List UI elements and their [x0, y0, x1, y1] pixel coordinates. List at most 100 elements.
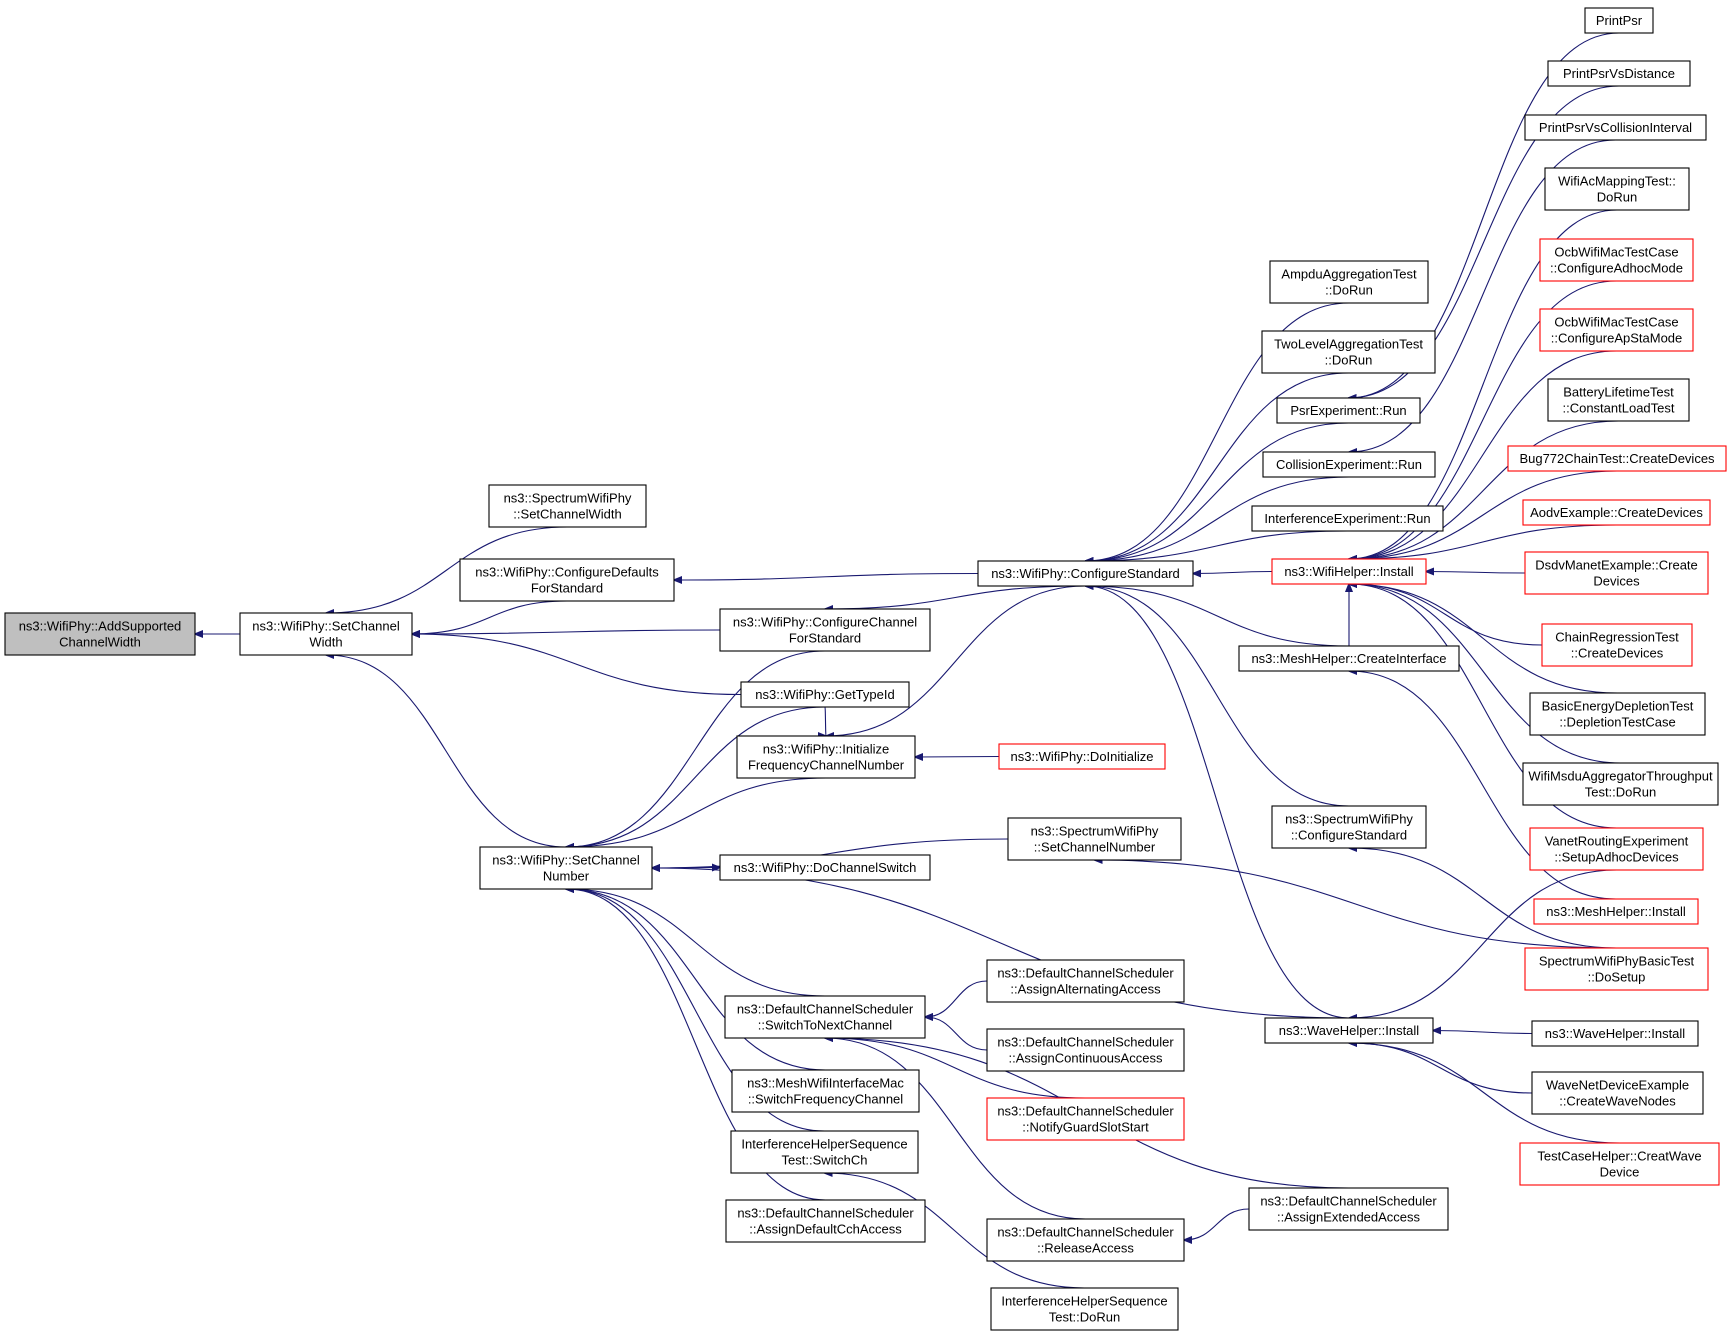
graph-node-n18[interactable]: ns3::DefaultChannelScheduler::NotifyGuar…	[986, 1097, 1185, 1141]
graph-node-n28[interactable]: ns3::MeshHelper::CreateInterface	[1238, 645, 1460, 672]
node-label-line: ns3::WifiPhy::GetTypeId	[755, 687, 894, 702]
graph-node-n38[interactable]: Bug772ChainTest::CreateDevices	[1507, 445, 1727, 472]
graph-node-n45[interactable]: ns3::MeshHelper::Install	[1533, 898, 1699, 925]
graph-node-n32[interactable]: PrintPsrVsDistance	[1547, 60, 1691, 87]
edge-n3-to-n1	[412, 600, 568, 634]
graph-node-n23[interactable]: TwoLevelAggregationTest::DoRun	[1261, 330, 1436, 374]
node-label-line: ns3::DefaultChannelScheduler	[997, 1225, 1174, 1240]
graph-node-n3[interactable]: ns3::WifiPhy::ConfigureDefaultsForStanda…	[459, 558, 675, 602]
edge-n4-to-n1	[412, 629, 721, 634]
node-label-line: PsrExperiment::Run	[1290, 403, 1406, 418]
node-box	[1539, 238, 1694, 282]
node-box	[1541, 623, 1693, 667]
edge-n17-to-n12	[925, 1017, 988, 1051]
node-label-line: ns3::SpectrumWifiPhy	[1031, 824, 1159, 839]
node-label-line: ns3::MeshHelper::Install	[1546, 904, 1686, 919]
node-label-line: ::CreateWaveNodes	[1559, 1094, 1676, 1109]
graph-node-n13[interactable]: ns3::MeshWifiInterfaceMac::SwitchFrequen…	[731, 1069, 920, 1113]
graph-node-n42[interactable]: BasicEnergyDepletionTest::DepletionTestC…	[1529, 692, 1706, 736]
edge-n34-to-n27	[1349, 209, 1618, 559]
graph-node-n44[interactable]: VanetRoutingExperiment::SetupAdhocDevice…	[1529, 827, 1704, 871]
graph-node-n16[interactable]: ns3::DefaultChannelScheduler::AssignAlte…	[986, 959, 1185, 1003]
node-box	[731, 1069, 920, 1113]
node-box	[4, 612, 196, 656]
node-label-line: ChannelWidth	[59, 635, 141, 650]
graph-node-n17[interactable]: ns3::DefaultChannelScheduler::AssignCont…	[986, 1028, 1185, 1072]
edge-n13-to-n6	[566, 889, 826, 1071]
node-label-line: ChainRegressionTest	[1555, 630, 1679, 645]
node-label-line: ns3::DefaultChannelScheduler	[997, 966, 1174, 981]
graph-node-n29[interactable]: ns3::SpectrumWifiPhy::ConfigureStandard	[1271, 805, 1427, 849]
graph-node-n1[interactable]: ns3::WifiPhy::SetChannelWidth	[239, 612, 413, 656]
edge-n12-to-n6	[566, 889, 826, 997]
graph-node-n9[interactable]: ns3::WifiPhy::DoInitialize	[998, 743, 1166, 770]
graph-node-n46[interactable]: SpectrumWifiPhyBasicTest::DoSetup	[1524, 947, 1709, 991]
graph-node-n6[interactable]: ns3::WifiPhy::SetChannelNumber	[479, 846, 653, 890]
node-box	[1507, 445, 1727, 472]
edge-n6-to-n10	[651, 868, 720, 869]
graph-node-n30[interactable]: ns3::WaveHelper::Install	[1264, 1017, 1434, 1044]
node-box	[730, 1130, 919, 1174]
edge-n49-to-n30	[1349, 1043, 1620, 1144]
node-label-line: ns3::DefaultChannelScheduler	[997, 1104, 1174, 1119]
edge-n27-to-n7	[1193, 572, 1273, 574]
node-label-line: InterferenceHelperSequence	[741, 1137, 907, 1152]
graph-node-n37[interactable]: BatteryLifetimeTest::ConstantLoadTest	[1547, 378, 1690, 422]
graph-node-n36[interactable]: OcbWifiMacTestCase::ConfigureApStaMode	[1539, 308, 1694, 352]
graph-node-n12[interactable]: ns3::DefaultChannelScheduler::SwitchToNe…	[724, 995, 926, 1039]
graph-node-n19[interactable]: ns3::DefaultChannelScheduler::ReleaseAcc…	[986, 1218, 1185, 1262]
node-label-line: WaveNetDeviceExample	[1546, 1078, 1689, 1093]
graph-node-n26[interactable]: InterferenceExperiment::Run	[1251, 505, 1444, 532]
graph-node-n35[interactable]: OcbWifiMacTestCase::ConfigureAdhocMode	[1539, 238, 1694, 282]
edge-n35-to-n27	[1349, 280, 1617, 559]
graph-node-n40[interactable]: DsdvManetExample::CreateDevices	[1524, 551, 1709, 595]
edge-n42-to-n27	[1349, 584, 1618, 694]
node-label-line: ::SwitchToNextChannel	[758, 1018, 893, 1033]
graph-node-n27[interactable]: ns3::WifiHelper::Install	[1271, 558, 1427, 585]
node-label-line: ::DoSetup	[1588, 970, 1646, 985]
graph-node-n47[interactable]: ns3::WaveHelper::Install	[1531, 1020, 1699, 1047]
node-label-line: PrintPsrVsCollisionInterval	[1539, 120, 1692, 135]
node-box	[1519, 1142, 1720, 1186]
graph-node-n25[interactable]: CollisionExperiment::Run	[1262, 451, 1436, 478]
node-box	[239, 612, 413, 656]
node-label-line: Number	[543, 869, 590, 884]
edge-n5-to-n1	[412, 634, 742, 696]
graph-node-n4[interactable]: ns3::WifiPhy::ConfigureChannelForStandar…	[719, 608, 931, 652]
edge-n25-to-n7	[1086, 476, 1350, 561]
graph-node-n39[interactable]: AodvExample::CreateDevices	[1522, 499, 1711, 526]
graph-node-n10[interactable]: ns3::WifiPhy::DoChannelSwitch	[719, 854, 931, 881]
node-label-line: VanetRoutingExperiment	[1545, 834, 1689, 849]
node-label-line: ns3::SpectrumWifiPhy	[504, 491, 632, 506]
graph-node-n48[interactable]: WaveNetDeviceExample::CreateWaveNodes	[1531, 1071, 1704, 1115]
graph-node-n31[interactable]: PrintPsr	[1584, 7, 1654, 34]
graph-node-n15[interactable]: ns3::DefaultChannelScheduler::AssignDefa…	[725, 1199, 926, 1243]
graph-node-n8[interactable]: ns3::WifiPhy::InitializeFrequencyChannel…	[736, 735, 916, 779]
graph-node-n41[interactable]: ChainRegressionTest::CreateDevices	[1541, 623, 1693, 667]
node-label-line: ns3::SpectrumWifiPhy	[1285, 812, 1413, 827]
graph-node-n24[interactable]: PsrExperiment::Run	[1276, 397, 1421, 424]
node-box	[1547, 378, 1690, 422]
graph-node-n2[interactable]: ns3::SpectrumWifiPhy::SetChannelWidth	[488, 484, 647, 528]
graph-node-n33[interactable]: PrintPsrVsCollisionInterval	[1524, 114, 1707, 141]
node-box	[1522, 499, 1711, 526]
graph-node-n5[interactable]: ns3::WifiPhy::GetTypeId	[740, 681, 910, 708]
graph-node-n34[interactable]: WifiAcMappingTest::DoRun	[1544, 167, 1690, 211]
node-label-line: WifiAcMappingTest::	[1558, 174, 1676, 189]
node-box	[459, 558, 675, 602]
graph-node-n22[interactable]: AmpduAggregationTest::DoRun	[1269, 260, 1429, 304]
edge-n40-to-n27	[1426, 572, 1526, 574]
graph-node-n7[interactable]: ns3::WifiPhy::ConfigureStandard	[977, 560, 1194, 587]
graph-node-n11[interactable]: ns3::SpectrumWifiPhy::SetChannelNumber	[1007, 817, 1182, 861]
node-label-line: ns3::WaveHelper::Install	[1279, 1023, 1420, 1038]
graph-node-n21[interactable]: ns3::DefaultChannelScheduler::AssignExte…	[1248, 1187, 1449, 1231]
node-box	[736, 735, 916, 779]
edge-n5-to-n8	[825, 706, 826, 736]
node-label-line: Bug772ChainTest::CreateDevices	[1519, 451, 1715, 466]
edge-n6-to-n1	[326, 655, 567, 848]
